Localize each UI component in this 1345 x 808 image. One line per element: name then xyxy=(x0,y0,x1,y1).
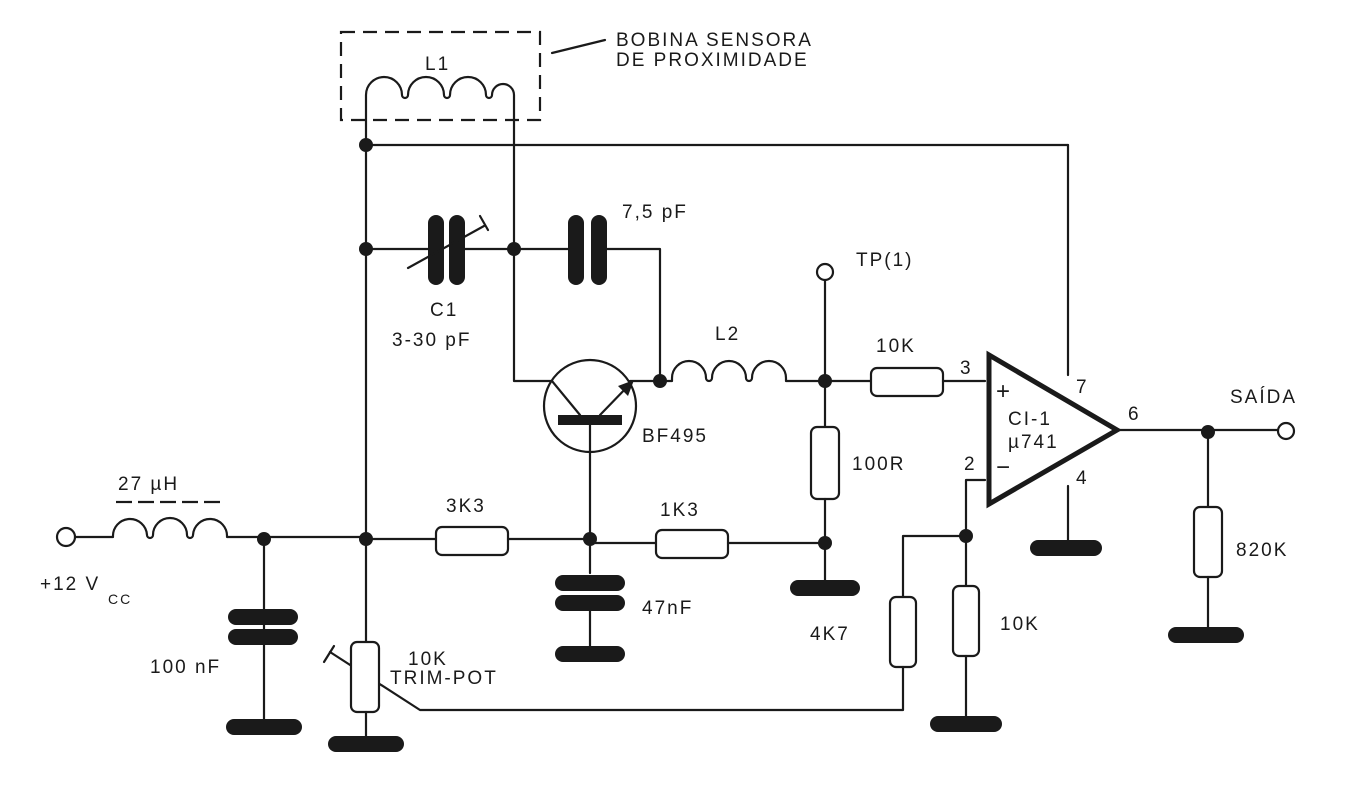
wire xyxy=(901,534,968,599)
r-820-resistor xyxy=(1192,505,1224,579)
opamp-part: µ741 xyxy=(1008,432,1059,453)
annotation-leader-line xyxy=(550,38,607,55)
l2-inductor xyxy=(658,359,827,383)
c1-label: C1 xyxy=(430,300,458,321)
trim-wiper-tick xyxy=(322,644,336,664)
ground-symbol xyxy=(1168,627,1244,643)
c-fb-value: 7,5 pF xyxy=(622,202,688,223)
pin7-label: 7 xyxy=(1076,377,1089,398)
pin3-label: 3 xyxy=(960,358,973,379)
opamp-ci1 xyxy=(986,350,1122,509)
r-10k-b-resistor xyxy=(951,584,981,658)
ground-symbol xyxy=(930,716,1002,732)
c1-variable-arrow xyxy=(406,224,486,270)
ground-symbol xyxy=(1030,540,1102,556)
ground-symbol xyxy=(226,719,302,735)
c-fb-plate xyxy=(591,215,607,285)
c-47-value: 47nF xyxy=(642,598,693,619)
l1-label: L1 xyxy=(425,54,450,75)
c-100-plate xyxy=(228,629,298,645)
ground-symbol xyxy=(328,736,404,752)
c1-value: 3-30 pF xyxy=(392,330,471,351)
opamp-label: CI-1 xyxy=(1008,409,1052,430)
pin4-label: 4 xyxy=(1076,468,1089,489)
r-820-value: 820K xyxy=(1236,540,1288,561)
c-100-value: 100 nF xyxy=(150,657,221,678)
r-4k7-value: 4K7 xyxy=(810,624,850,645)
ground-symbol xyxy=(555,646,625,662)
r-in-value: 10K xyxy=(876,336,916,357)
l2-label: L2 xyxy=(715,324,740,345)
output-terminal[interactable] xyxy=(1276,421,1296,441)
c1-plate xyxy=(428,215,444,285)
opamp-plus: + xyxy=(996,378,1012,405)
r-10k-b-value: 10K xyxy=(1000,614,1040,635)
r-3k3-resistor xyxy=(434,525,510,557)
opamp-minus: − xyxy=(996,454,1012,481)
r-4k7-resistor xyxy=(888,595,918,669)
c-47-plate xyxy=(555,595,625,611)
c-fb-plate xyxy=(568,215,584,285)
wire xyxy=(512,247,554,383)
l1-inductor xyxy=(364,75,516,247)
ground-symbol xyxy=(790,580,860,596)
supply-sub: CC xyxy=(108,591,132,607)
c-47-plate xyxy=(555,575,625,591)
c1-plate xyxy=(449,215,465,285)
wire xyxy=(964,478,987,538)
annotation-line2: DE PROXIMIDADE xyxy=(616,50,809,71)
trim-pot-resistor[interactable] xyxy=(349,640,381,714)
annotation-line1: BOBINA SENSORA xyxy=(616,30,813,51)
r-in-resistor xyxy=(869,366,945,398)
supply-terminal[interactable] xyxy=(55,526,77,548)
q1-collector xyxy=(550,379,582,417)
c-100-plate xyxy=(228,609,298,625)
pin2-label: 2 xyxy=(964,454,977,475)
tp-label: TP(1) xyxy=(856,250,914,271)
trim-value: 10K xyxy=(408,649,448,670)
r-100-resistor xyxy=(809,425,841,501)
q1-base-bar xyxy=(558,415,622,425)
output-label: SAÍDA xyxy=(1230,387,1297,408)
c1-variable-tick xyxy=(478,214,490,232)
q1-label: BF495 xyxy=(642,426,708,447)
r-100-value: 100R xyxy=(852,454,905,475)
r-1k3-value: 1K3 xyxy=(660,500,700,521)
choke-value: 27 µH xyxy=(118,474,179,495)
r-1k3-resistor xyxy=(654,528,730,560)
sensor-coil-box xyxy=(339,30,542,122)
trim-label: TRIM-POT xyxy=(390,668,498,689)
supply-label: +12 V xyxy=(40,574,100,595)
r-3k3-value: 3K3 xyxy=(446,496,486,517)
choke-inductor xyxy=(73,516,368,540)
pin6-label: 6 xyxy=(1128,404,1141,425)
q1-emitter-arrow xyxy=(618,380,634,396)
wire xyxy=(605,247,662,383)
test-point-terminal[interactable] xyxy=(815,262,835,282)
